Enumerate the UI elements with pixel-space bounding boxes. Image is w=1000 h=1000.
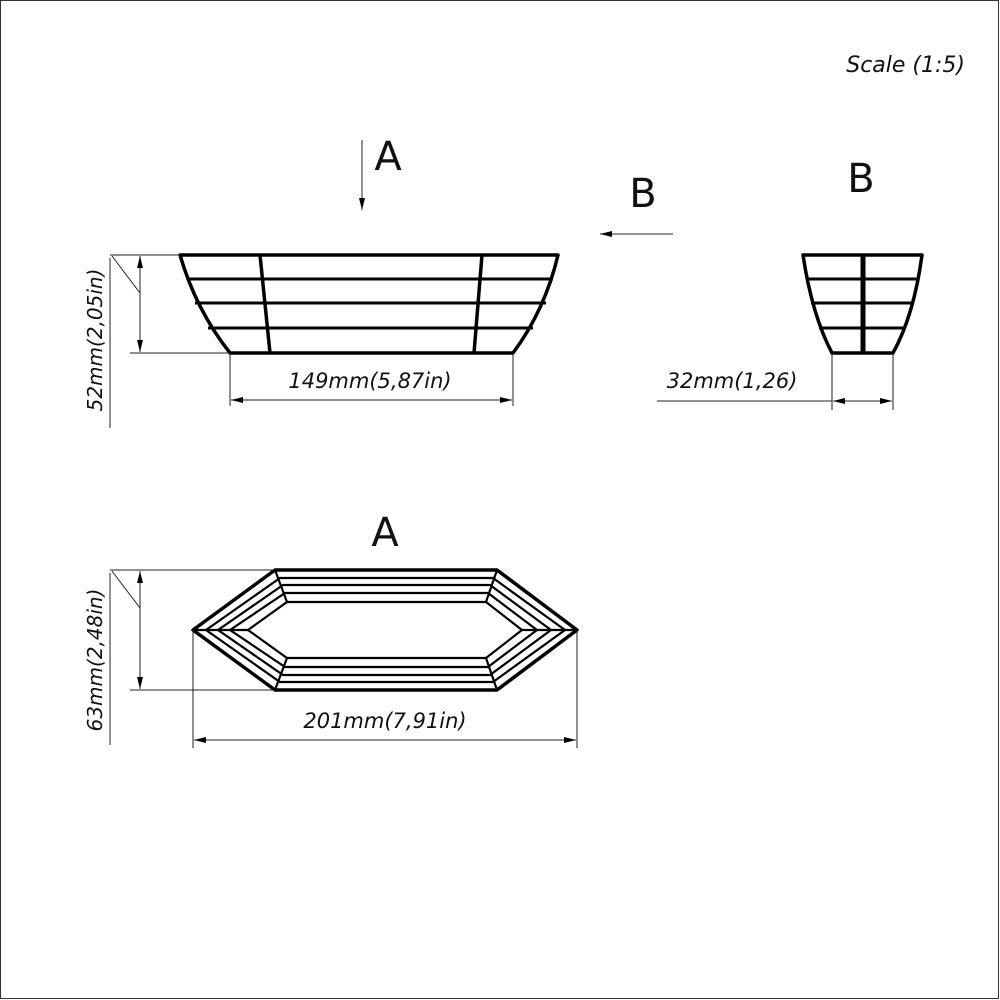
view-a-title: A [371,510,399,556]
view-arrow-a-label: A [374,134,402,180]
view-b-title: B [847,156,874,202]
top-width-label: 201mm(7,91in) [303,709,466,733]
front-height-dimension: 52mm(2,05in) [83,254,230,428]
top-height-dimension: 63mm(2,48in) [83,569,275,745]
top-width-dimension: 201mm(7,91in) [192,630,578,748]
view-arrow-a: A [359,134,402,210]
top-height-label: 63mm(2,48in) [83,589,107,732]
front-height-label: 52mm(2,05in) [83,269,107,412]
side-view-b [801,253,924,355]
front-width-label: 149mm(5,87in) [288,369,451,393]
view-arrow-b: B [600,171,673,237]
view-arrow-b-label: B [629,171,656,217]
top-view-a [191,568,579,692]
scale-label: Scale (1:5) [846,53,965,78]
side-width-label: 32mm(1,26) [667,369,798,393]
side-width-dimension: 32mm(1,26) [657,353,894,410]
front-width-dimension: 149mm(5,87in) [229,353,514,406]
front-view [178,253,560,355]
